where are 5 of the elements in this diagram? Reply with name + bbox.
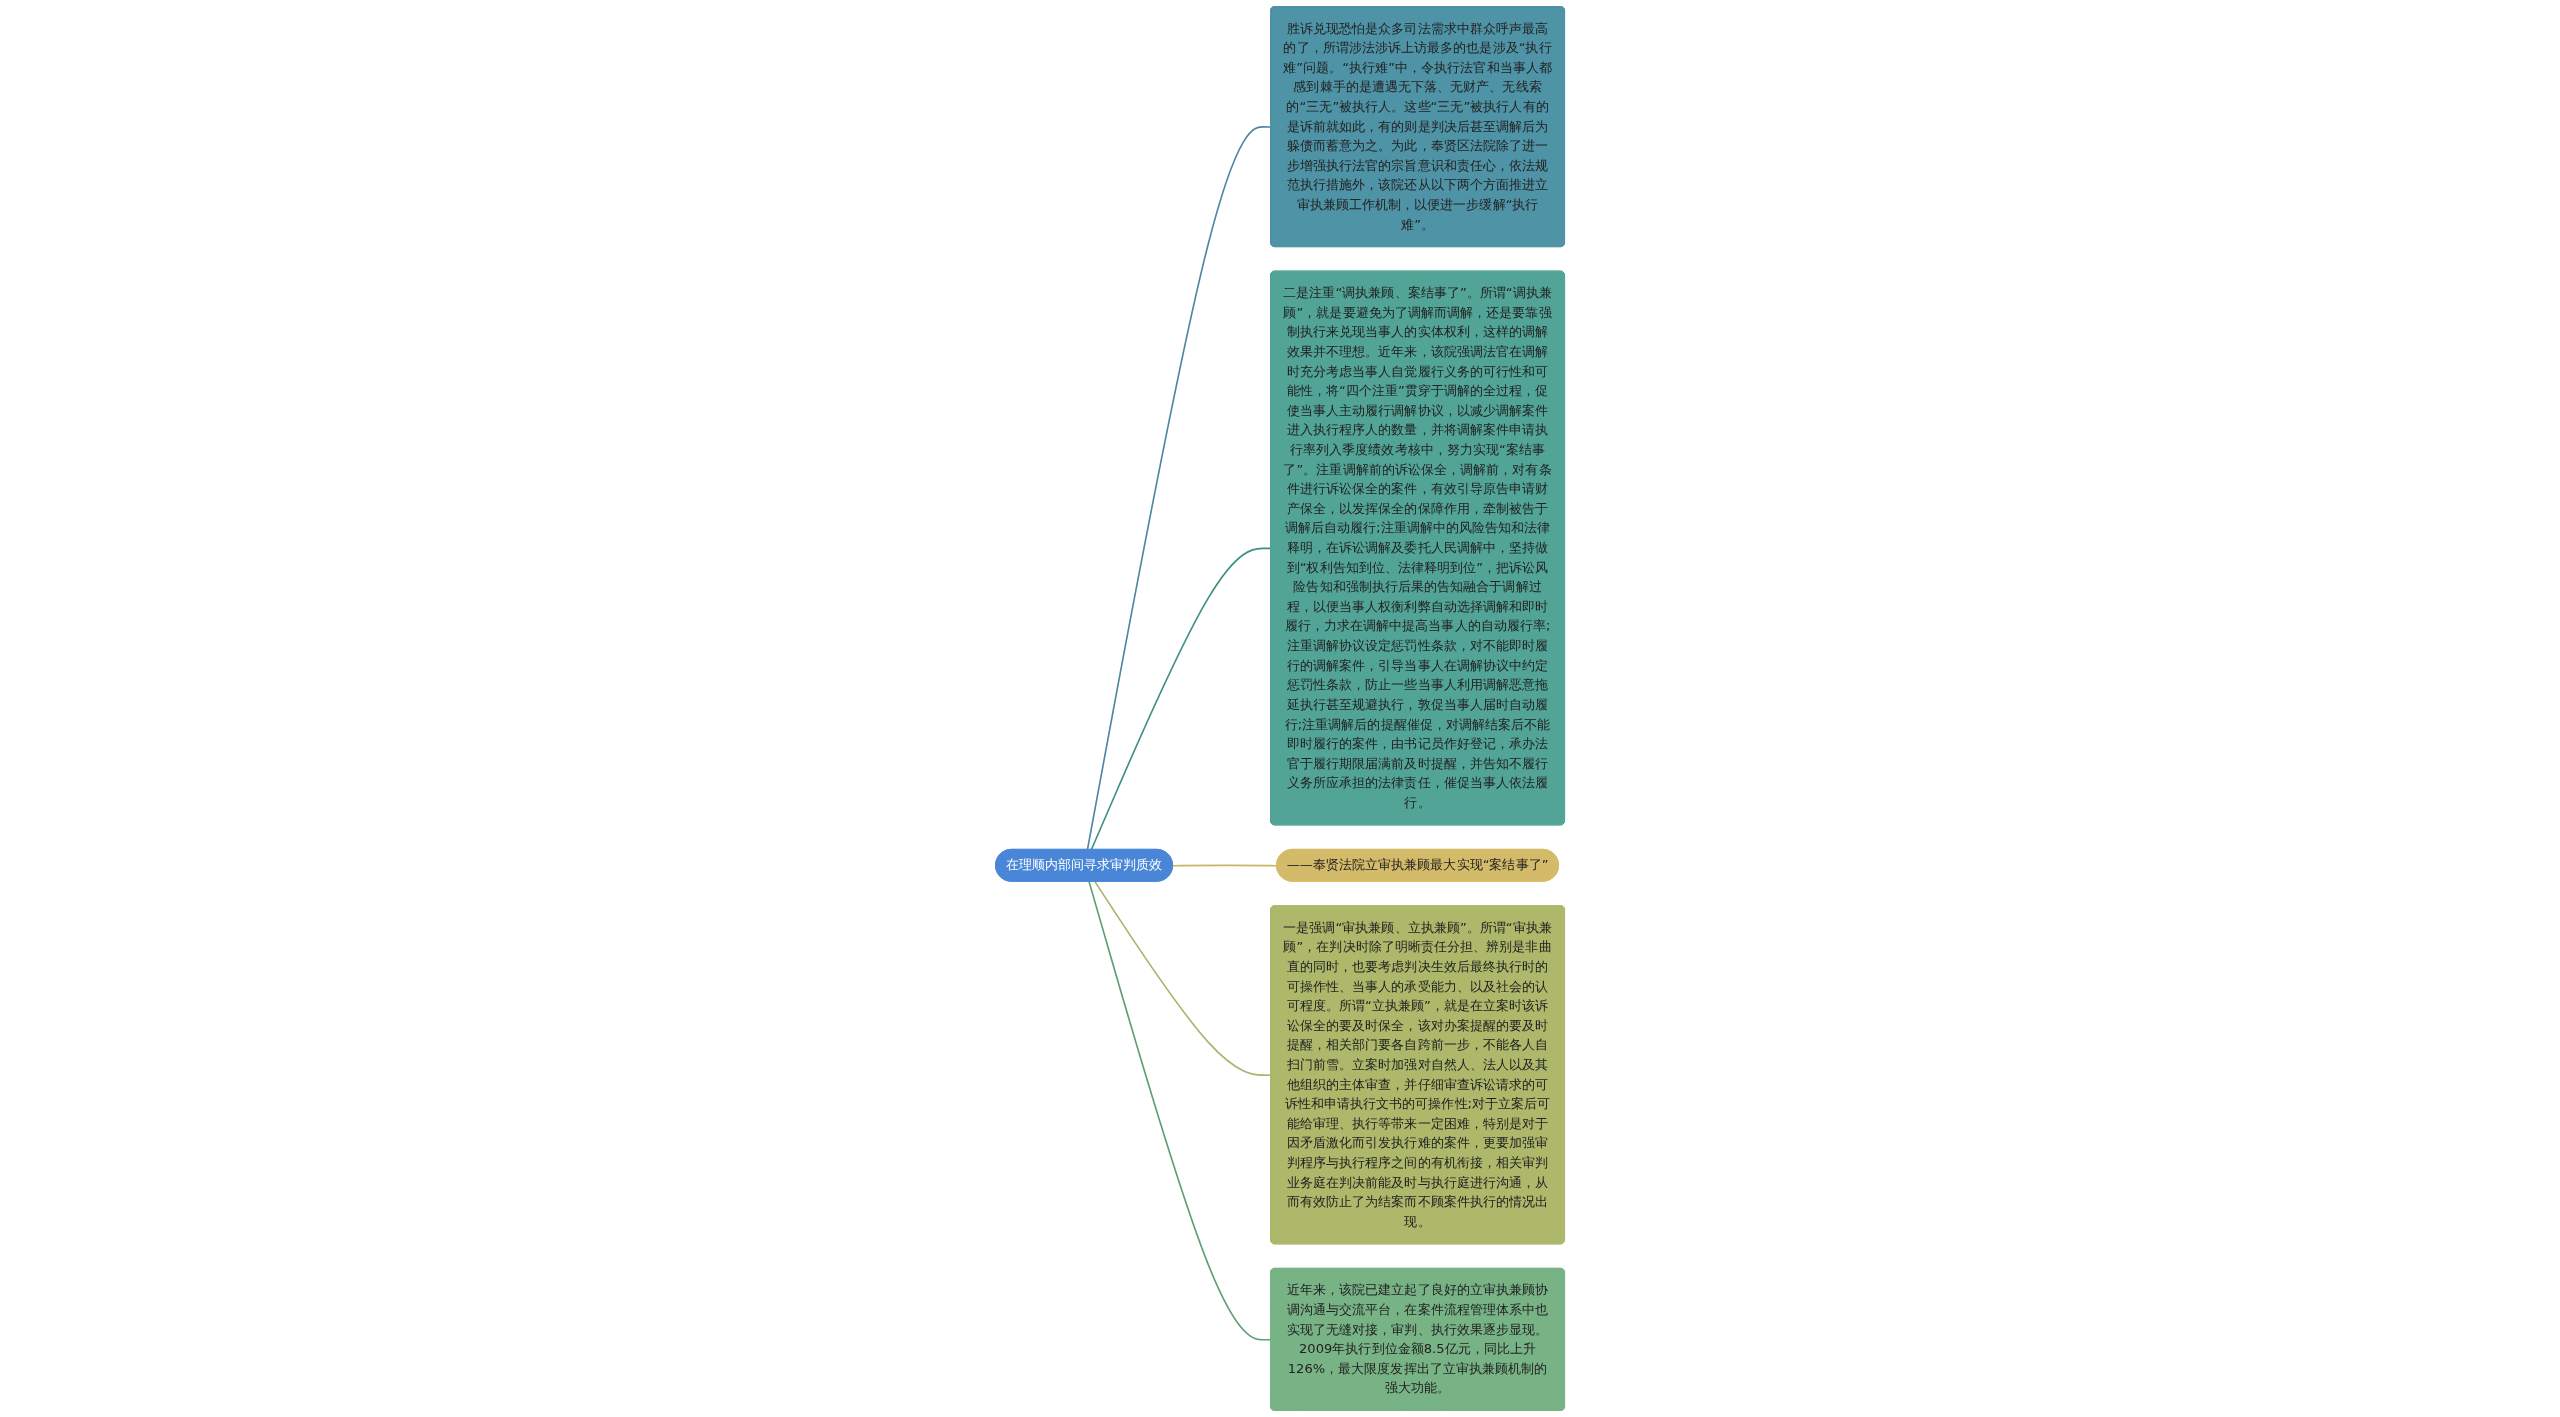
connector xyxy=(1090,547,1272,851)
connector xyxy=(1094,880,1272,1076)
connector xyxy=(1088,880,1272,1341)
connector xyxy=(1086,126,1272,851)
connector xyxy=(1172,864,1278,867)
